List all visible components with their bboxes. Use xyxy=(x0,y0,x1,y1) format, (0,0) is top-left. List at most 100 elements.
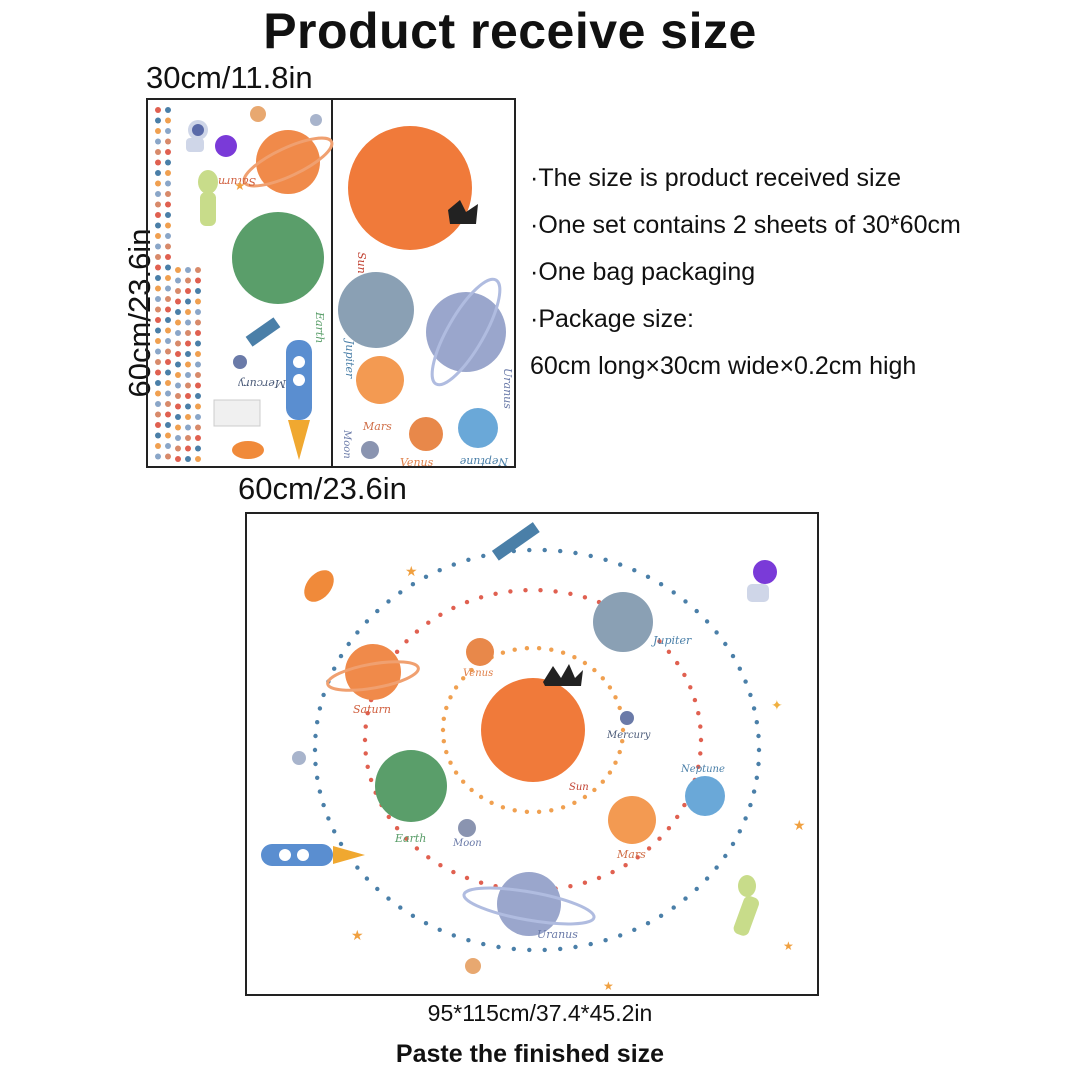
decor-dot xyxy=(155,222,161,229)
orbit-dot xyxy=(573,944,578,950)
decor-dot xyxy=(165,222,171,229)
star-icon: ★ xyxy=(793,817,806,833)
orbit-dot xyxy=(743,816,748,821)
set-width-label: 60cm/23.6in xyxy=(238,471,407,506)
orbit-dot xyxy=(617,705,622,711)
sticker-sheets: Saturn ★ Earth Mercury Sun xyxy=(146,98,516,468)
small-planet-icon xyxy=(465,958,481,974)
astronaut-icon xyxy=(186,120,237,157)
scene-label-sun: Sun xyxy=(569,782,589,793)
orbit-dot xyxy=(542,947,547,953)
orbit-dot xyxy=(326,816,331,821)
orbit-dot xyxy=(469,667,474,673)
orbit-dot xyxy=(617,749,622,755)
orbit-dot xyxy=(423,921,429,926)
orbit-dot xyxy=(313,733,318,739)
decor-dot xyxy=(165,138,171,145)
decor-dot xyxy=(165,117,171,124)
comet-icon xyxy=(304,570,334,602)
decor-dot xyxy=(165,285,171,292)
orbit-dot xyxy=(523,588,528,593)
orbit-dot xyxy=(657,836,662,841)
satellite-icon xyxy=(491,522,540,561)
orbit-dot xyxy=(723,641,728,647)
orbit-dot xyxy=(671,905,676,910)
orbit-dot xyxy=(704,876,710,881)
orbit-dot xyxy=(536,646,542,651)
decor-dot xyxy=(195,288,201,294)
decor-dot xyxy=(165,369,171,376)
asteroid-icon xyxy=(292,751,306,765)
decor-dot xyxy=(155,338,161,344)
decor-dot xyxy=(155,275,161,281)
star-icon: ★ xyxy=(603,979,614,993)
decor-dot xyxy=(195,319,201,326)
orbit-dot xyxy=(441,739,446,744)
orbit-dot xyxy=(588,553,593,559)
finished-scene: Jupiter Venus Saturn Mercury ✦ Neptune S… xyxy=(245,512,819,996)
mercury-icon xyxy=(620,711,634,725)
orbit-dot xyxy=(618,562,623,567)
orbit-dot xyxy=(620,727,626,733)
decor-dot xyxy=(165,327,171,334)
decor-dot xyxy=(165,296,171,302)
spec-item: 60cm long×30cm wide×0.2cm high xyxy=(530,352,917,380)
orbit-dot xyxy=(748,692,753,698)
orbit-dot xyxy=(315,720,320,725)
dot-grid xyxy=(155,107,201,462)
orbit-dot xyxy=(613,760,618,765)
decor-dot xyxy=(165,348,171,355)
decor-dot xyxy=(175,445,181,452)
orbit-dot xyxy=(398,590,403,595)
decor-dot xyxy=(175,456,181,462)
decor-dot xyxy=(165,149,171,155)
orbit-dot xyxy=(375,886,380,892)
orbit-dot xyxy=(312,747,318,753)
orbit-dot xyxy=(496,944,501,950)
decor-dot xyxy=(175,424,181,431)
scene-label-earth: Earth xyxy=(394,832,426,845)
orbit-dot xyxy=(696,711,701,716)
orbit-dot xyxy=(524,809,530,814)
orbit-dot xyxy=(592,787,597,793)
decor-dot xyxy=(175,403,181,410)
decor-dot xyxy=(155,149,161,155)
orbit-dot xyxy=(694,608,699,614)
decor-dot xyxy=(175,340,181,347)
decor-dot xyxy=(165,317,171,323)
orbit-dot xyxy=(723,853,728,859)
orbit-dot xyxy=(410,913,416,918)
decor-dot xyxy=(155,401,161,407)
orbit-dot xyxy=(466,557,471,562)
orbit-dot xyxy=(478,880,484,885)
decor-dot xyxy=(155,138,161,145)
decor-dot xyxy=(165,233,171,239)
decor-dot xyxy=(165,390,171,397)
orbit-dot xyxy=(714,630,719,635)
orbit-dot xyxy=(394,826,400,831)
orbit-dot xyxy=(444,749,449,755)
decor-dot xyxy=(185,340,191,347)
orbit-dot xyxy=(737,666,742,671)
orbit-dot xyxy=(596,875,602,881)
decor-dot xyxy=(185,382,191,389)
decor-dot xyxy=(175,351,181,357)
orbit-dot xyxy=(704,619,710,624)
spec-item: ·One set contains 2 sheets of 30*60cm xyxy=(530,211,961,239)
orbit-dot xyxy=(751,706,757,711)
decor-dot xyxy=(195,267,201,273)
orbit-dot xyxy=(536,809,542,814)
sun-icon xyxy=(481,664,585,782)
orbit-dot xyxy=(355,865,360,870)
star-icon: ✦ xyxy=(771,697,783,713)
orbit-dot xyxy=(698,751,703,756)
decor-dot xyxy=(175,319,181,326)
decor-dot xyxy=(155,191,161,197)
orbit-dot xyxy=(423,574,429,579)
orbit-dot xyxy=(600,779,605,784)
orbit-dot xyxy=(572,800,577,805)
spec-item: ·Package size: xyxy=(530,305,694,333)
decor-dot xyxy=(185,277,191,284)
star-icon: ★ xyxy=(351,927,364,943)
decor-dot xyxy=(165,212,171,218)
